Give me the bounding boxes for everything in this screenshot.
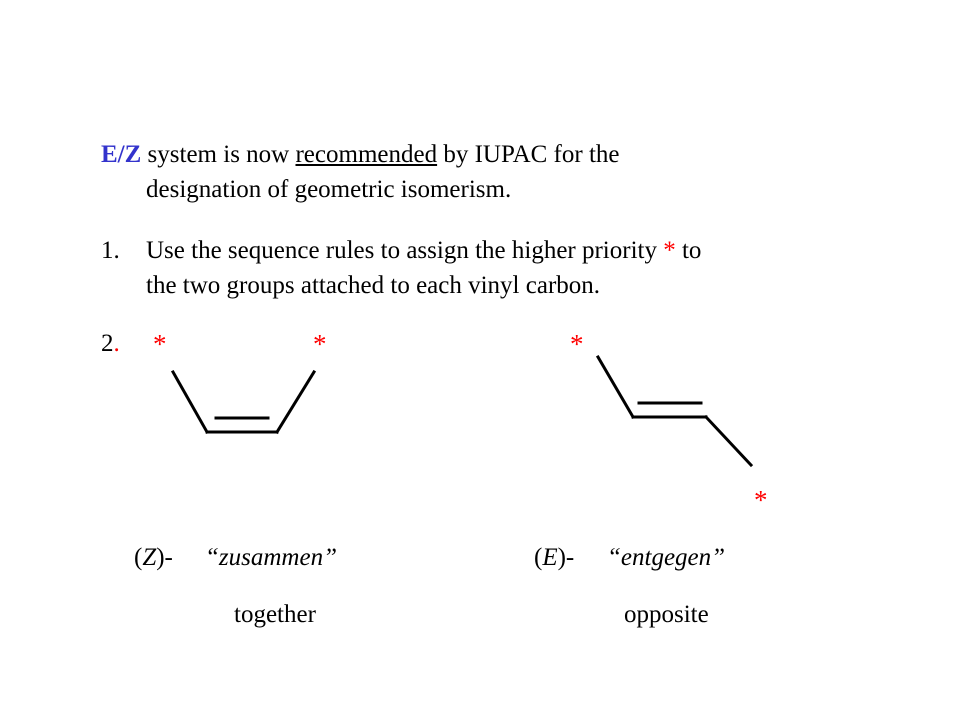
z-isomer-structure [170,369,317,435]
z-right-bond [274,369,317,435]
zusammen-text: “zusammen” [205,544,337,571]
e-isomer-structure [595,354,754,468]
e-right-bond [703,414,754,468]
ez-label: E/Z [101,141,142,168]
step1-text-a: Use the sequence rules to assign the hig… [146,237,664,264]
entgegen-text: “entgegen” [607,544,726,571]
intro-text-b: by IUPAC for the [437,141,620,168]
e-isomer-label: (E)- [534,541,574,575]
e-close-paren: )- [557,544,575,571]
step2-number: 2. [101,327,120,361]
step1-line-2: the two groups attached to each vinyl ca… [146,272,601,299]
step2-dot: . [113,330,120,357]
e-open-paren: ( [534,544,543,571]
e-letter: E [542,544,558,571]
step1-number: 1. [101,237,120,264]
step2-digit: 2 [101,330,114,357]
step1-text-b: to [675,237,702,264]
intro-text-a: system is now [141,141,296,168]
intro-line-1: E/Z system is now recommended by IUPAC f… [101,138,620,172]
e-meaning: opposite [624,601,709,628]
z-open-paren: ( [134,544,143,571]
z-left-star: * [153,329,167,359]
z-close-paren: )- [156,544,173,571]
e-top-star: * [570,329,584,359]
e-bottom-star: * [754,485,768,515]
e-name: “entgegen” [607,541,725,575]
z-isomer-label: (Z)- [134,541,173,575]
z-meaning: together [234,601,316,628]
z-left-bond [170,369,210,435]
z-right-star: * [313,329,327,359]
recommended-word: recommended [295,141,438,168]
step1-line-1: Use the sequence rules to assign the hig… [146,234,701,268]
intro-line-2: designation of geometric isomerism. [146,176,512,203]
priority-star: * [663,237,676,264]
z-name: “zusammen” [205,541,337,575]
e-left-bond [595,354,636,420]
z-letter: Z [142,544,157,571]
